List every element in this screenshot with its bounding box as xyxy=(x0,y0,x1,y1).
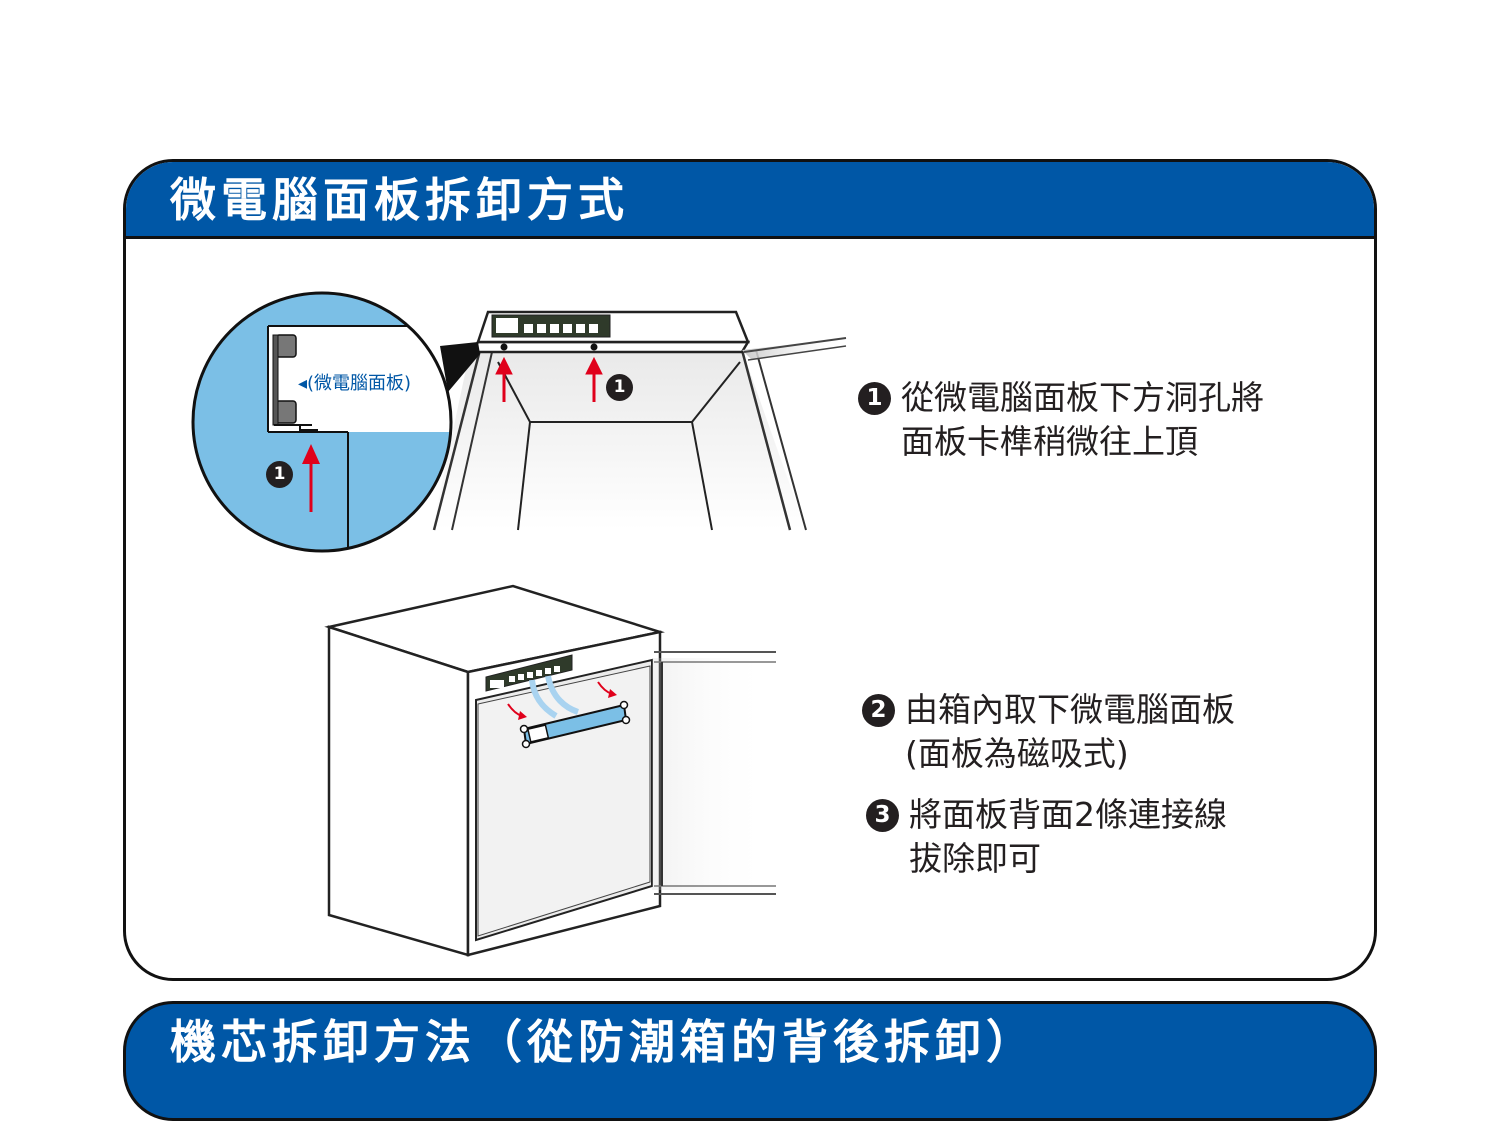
cabinet-top-illustration xyxy=(432,310,847,531)
section-header: 微電腦面板拆卸方式 xyxy=(126,162,1374,239)
step-text-line: 將面板背面2條連接線 xyxy=(909,795,1227,834)
zoom-circle xyxy=(193,293,451,551)
step-number-badge: 1 xyxy=(858,382,891,415)
zoom-panel-label: ◂(微電腦面板) xyxy=(298,373,412,394)
zoom-pointer xyxy=(440,342,480,392)
step-number-badge: 3 xyxy=(866,799,899,832)
top-step-badge: 1 xyxy=(606,374,633,401)
step-number-badge: 2 xyxy=(862,694,895,727)
zoom-step-badge: 1 xyxy=(266,461,293,488)
section-card-core-removal: 機芯拆卸方法（從防潮箱的背後拆卸） xyxy=(123,1001,1377,1121)
step-text-line: 從微電腦面板下方洞孔將 xyxy=(901,378,1264,417)
cabinet-front-illustration xyxy=(324,584,776,957)
section-title: 微電腦面板拆卸方式 xyxy=(170,173,629,227)
step-text-line: 拔除即可 xyxy=(909,839,1041,878)
illustration-canvas xyxy=(191,291,847,957)
section-title: 機芯拆卸方法（從防潮箱的背後拆卸） xyxy=(170,1015,1037,1069)
step-text-line: 由箱內取下微電腦面板 xyxy=(905,690,1235,729)
step-text-line: 面板卡榫稍微往上頂 xyxy=(901,422,1198,461)
step-text-line: (面板為磁吸式) xyxy=(905,734,1129,773)
